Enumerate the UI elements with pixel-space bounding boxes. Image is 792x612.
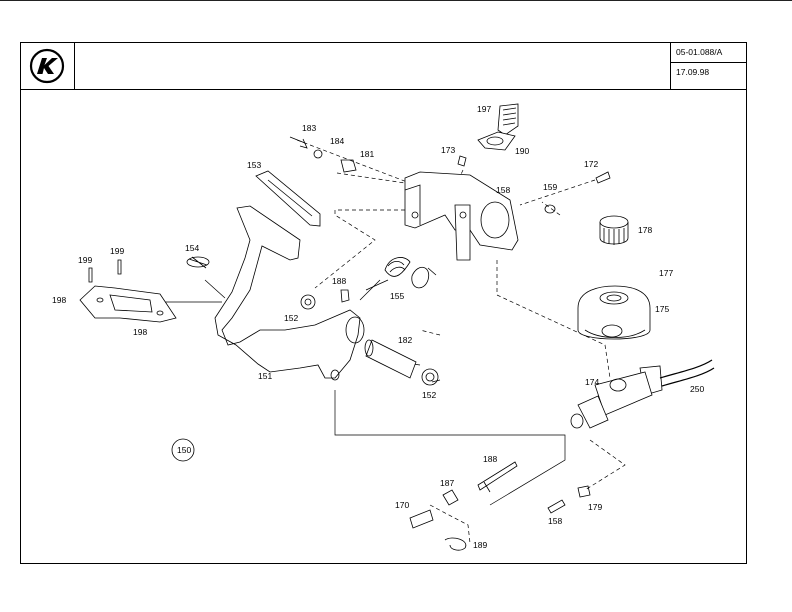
logo-cell [21, 43, 75, 89]
part-183 [289, 136, 308, 149]
label-174: 174 [585, 377, 599, 387]
top-rule [0, 0, 792, 1]
label-197: 197 [477, 104, 491, 114]
label-181: 181 [360, 149, 374, 159]
label-184: 184 [330, 136, 344, 146]
label-175: 175 [655, 304, 669, 314]
part-173 [457, 155, 467, 167]
assembly-lines [296, 139, 626, 544]
part-181 [340, 159, 357, 173]
part-187 [442, 489, 459, 506]
part-197-190 [477, 103, 519, 151]
label-170: 170 [395, 500, 409, 510]
label-151: 151 [258, 371, 272, 381]
part-175-reservoir [577, 285, 651, 340]
part-159 [544, 204, 556, 214]
label-187: 187 [440, 478, 454, 488]
part-179 [577, 485, 591, 498]
label-173: 173 [441, 145, 455, 155]
label-199-a: 199 [78, 255, 92, 265]
part-158-screw [547, 499, 566, 514]
drawing-sheet: 05-01.088/A 17.09.98 [20, 42, 747, 564]
label-182: 182 [398, 335, 412, 345]
label-198-b: 198 [133, 327, 147, 337]
label-179: 179 [588, 502, 602, 512]
leader-lines [163, 279, 566, 506]
part-151 [214, 205, 365, 381]
part-154 [186, 256, 210, 269]
part-199-a [88, 267, 93, 283]
part-182 [365, 339, 417, 379]
callout-labels: 150 197 183 184 181 173 190 153 172 159 … [52, 104, 704, 550]
part-172 [595, 171, 611, 184]
drawing-number: 05-01.088/A [676, 47, 723, 57]
label-198-a: 198 [52, 295, 66, 305]
part-198-plate [79, 285, 177, 323]
part-158-bracket [404, 171, 519, 261]
group-number: 150 [177, 445, 191, 455]
label-158: 158 [496, 185, 510, 195]
label-199-b: 199 [110, 246, 124, 256]
brand-logo-icon [29, 48, 65, 84]
part-178-cap [599, 215, 629, 245]
part-155-springs [365, 257, 437, 291]
label-153: 153 [247, 160, 261, 170]
label-158-b: 158 [548, 516, 562, 526]
label-154: 154 [185, 243, 199, 253]
drawing-date: 17.09.98 [676, 67, 710, 77]
label-155: 155 [390, 291, 404, 301]
part-152-bushing-a [300, 294, 316, 310]
group-number-circle [171, 438, 195, 462]
label-250: 250 [690, 384, 704, 394]
part-188 [340, 289, 350, 303]
label-152-a: 152 [284, 313, 298, 323]
part-189 [444, 537, 467, 551]
label-178: 178 [638, 225, 652, 235]
label-188: 188 [332, 276, 346, 286]
label-188-b: 188 [483, 454, 497, 464]
part-153 [255, 170, 321, 227]
label-189: 189 [473, 540, 487, 550]
part-170 [409, 509, 434, 529]
part-188-rod [477, 461, 518, 493]
label-177: 177 [659, 268, 673, 278]
part-152-bushing-b [421, 368, 439, 386]
label-152-b: 152 [422, 390, 436, 400]
label-190: 190 [515, 146, 529, 156]
part-184 [313, 149, 323, 159]
label-159: 159 [543, 182, 557, 192]
title-block: 05-01.088/A 17.09.98 [21, 43, 746, 90]
label-172: 172 [584, 159, 598, 169]
reference-cell: 05-01.088/A 17.09.98 [670, 43, 746, 89]
part-199-b [117, 259, 122, 275]
label-183: 183 [302, 123, 316, 133]
part-174-master-cylinder [570, 359, 715, 429]
